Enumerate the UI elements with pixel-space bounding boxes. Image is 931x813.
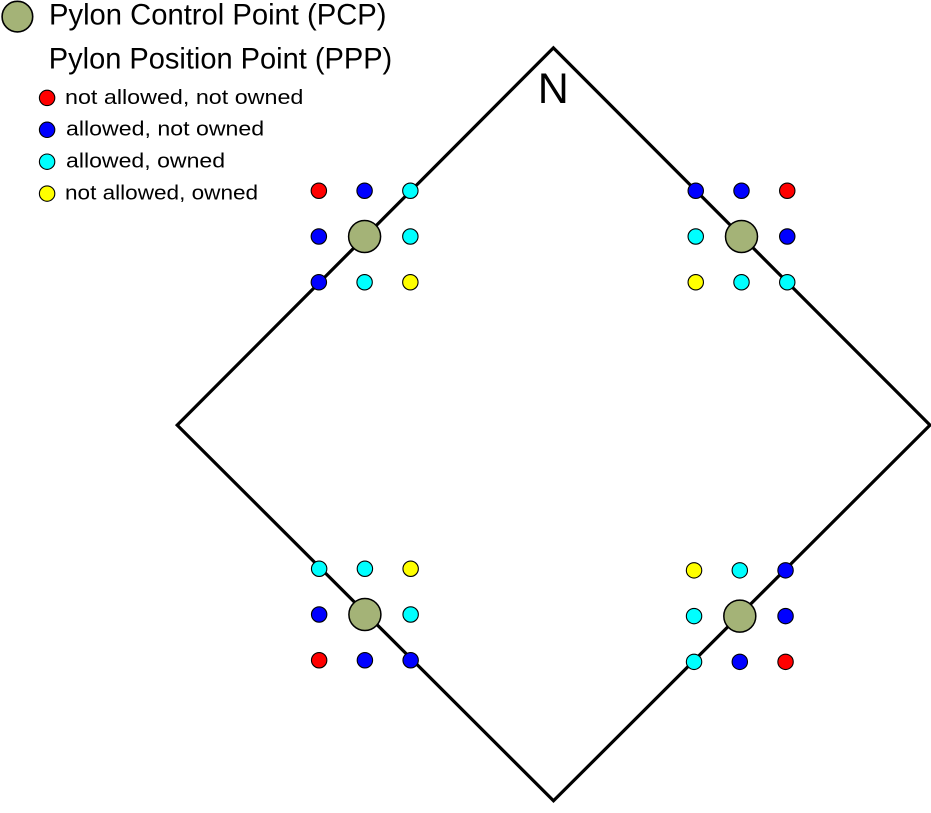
svg-text:allowed, not owned: allowed, not owned — [66, 118, 264, 141]
svg-text:not allowed, owned: not allowed, owned — [65, 182, 258, 205]
svg-text:N: N — [538, 65, 569, 113]
svg-text:Pylon Position Point (PPP): Pylon Position Point (PPP) — [49, 43, 392, 76]
svg-text:allowed, owned: allowed, owned — [66, 150, 225, 173]
svg-text:Pylon Control Point (PCP): Pylon Control Point (PCP) — [49, 0, 387, 32]
svg-text:not allowed, not owned: not allowed, not owned — [65, 86, 303, 109]
